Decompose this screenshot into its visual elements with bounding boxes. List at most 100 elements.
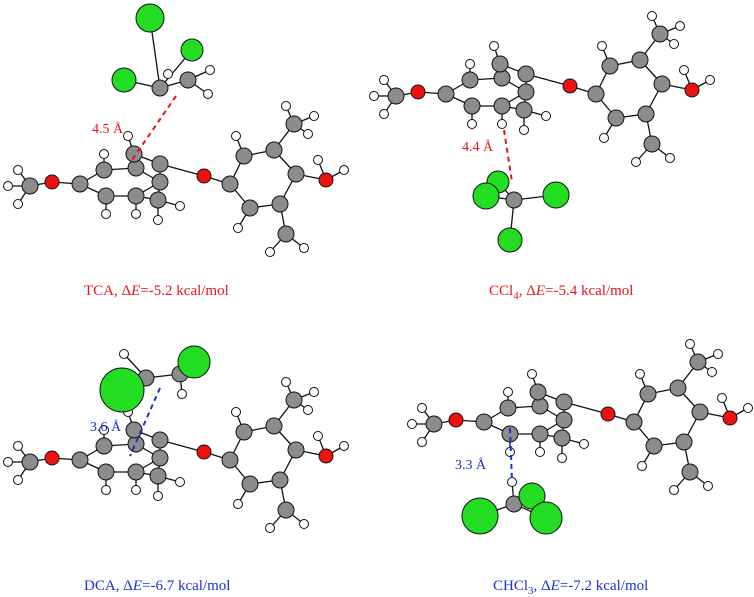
tca-scaffold-atom-carbon: [149, 191, 167, 209]
dca-scaffold-atom-hydrogen: [309, 387, 319, 397]
dca-scaffold-atom-carbon: [235, 423, 253, 441]
caption-name: TCA: [84, 283, 114, 299]
chcl3-scaffold-atom-hydrogen: [637, 461, 647, 471]
tca-scaffold-atom-hydrogen: [339, 165, 349, 175]
dca-scaffold-atom-hydrogen: [339, 441, 349, 451]
ccl4-scaffold-atom-carbon: [631, 51, 649, 69]
ccl4-scaffold-atom-hydrogen: [679, 65, 689, 75]
chcl3-scaffold-atom-carbon: [645, 437, 663, 455]
caption-energy-symbol: E: [132, 578, 142, 594]
tca-scaffold-atom-hydrogen: [313, 155, 323, 165]
dca-molecule-atom-chlorine: [177, 345, 211, 379]
ccl4-scaffold-atom-carbon: [651, 25, 669, 43]
ccl4-scaffold-atom-hydrogen: [669, 39, 679, 49]
chcl3-scaffold-atom-hydrogen: [635, 369, 645, 379]
ccl4-scaffold-atom-carbon: [637, 105, 655, 123]
ccl4-molecule-atom-chlorine: [497, 227, 523, 253]
distance-label-tca: 4.5 Å: [92, 122, 124, 137]
chcl3-scaffold-atom-carbon: [689, 353, 707, 371]
dca-scaffold-atom-carbon: [241, 475, 259, 493]
dca-scaffold-atom-hydrogen: [265, 523, 275, 533]
chcl3-scaffold-atom-hydrogen: [685, 339, 695, 349]
dca-scaffold-atom-oxygen: [318, 448, 334, 464]
dca-molecule-atom-chlorine: [99, 367, 145, 413]
dca-scaffold-atom-hydrogen: [281, 377, 291, 387]
ccl4-scaffold-atom-hydrogen: [465, 59, 475, 69]
chcl3-scaffold-atom-hydrogen: [713, 349, 723, 359]
dca-scaffold-atom-carbon: [271, 471, 289, 489]
tca-molecule-atom-carbon: [151, 79, 169, 97]
caption-dca: DCA, ΔE=-6.7 kcal/mol: [84, 578, 230, 595]
tca-scaffold-atom-hydrogen: [309, 111, 319, 121]
ccl4-scaffold-atom-hydrogen: [631, 157, 641, 167]
ccl4-scaffold-atom-hydrogen: [519, 125, 529, 135]
ccl4-scaffold-atom-carbon: [643, 135, 661, 153]
dca-scaffold-atom-hydrogen: [233, 499, 243, 509]
ccl4-scaffold-atom-hydrogen: [379, 109, 389, 119]
ccl4-scaffold-atom-carbon: [493, 97, 511, 115]
ccl4-scaffold-atom-hydrogen: [489, 41, 499, 51]
chcl3-distance-line: [509, 427, 513, 483]
tca-scaffold-atom-oxygen: [44, 174, 60, 190]
caption-subscript: 4: [513, 290, 519, 302]
tca-scaffold-atom-oxygen: [196, 168, 212, 184]
dca-scaffold-atom-carbon: [285, 391, 303, 409]
ccl4-scaffold-atom-hydrogen: [369, 91, 379, 101]
chcl3-molecule-atom-chlorine: [518, 482, 546, 510]
ccl4-scaffold-atom-carbon: [515, 101, 533, 119]
tca-scaffold-atom-carbon: [221, 175, 239, 193]
tca-molecule-atom-hydrogen: [163, 69, 173, 79]
tca-scaffold-atom-carbon: [151, 173, 169, 191]
caption-energy-symbol: E: [550, 578, 560, 594]
caption-value: =-7.2 kcal/mol: [559, 578, 649, 594]
ccl4-scaffold-atom-hydrogen: [379, 75, 389, 85]
tca-scaffold-atom-hydrogen: [13, 199, 23, 209]
dca-scaffold-atom-oxygen: [44, 450, 60, 466]
tca-scaffold-atom-hydrogen: [231, 131, 241, 141]
chcl3-scaffold-atom-carbon: [691, 403, 709, 421]
dca-scaffold-atom-hydrogen: [303, 405, 313, 415]
tca-scaffold-atom-hydrogen: [281, 101, 291, 111]
dca-scaffold-atom-carbon: [287, 441, 305, 459]
caption-energy-symbol: E: [535, 283, 546, 299]
tca-scaffold-atom-carbon: [277, 225, 295, 243]
ccl4-scaffold-atom-carbon: [587, 85, 605, 103]
tca-scaffold-atom-carbon: [271, 195, 289, 213]
chcl3-scaffold-atom-hydrogen: [703, 481, 713, 491]
ccl4-scaffold-atom-carbon: [601, 57, 619, 75]
distance-label-ccl4: 4.4 Å: [462, 140, 494, 155]
chcl3-scaffold-atom-carbon: [425, 415, 443, 433]
caption-value: =-5.4 kcal/mol: [545, 283, 634, 299]
chcl3-scaffold-atom-carbon: [531, 425, 549, 443]
ccl4-molecule-atom-carbon: [505, 191, 523, 209]
tca-scaffold-atom-carbon: [151, 155, 169, 173]
ccl4-scaffold-atom-hydrogen: [705, 75, 715, 85]
ccl4-scaffold-atom-hydrogen: [541, 111, 551, 121]
dca-scaffold-atom-hydrogen: [231, 407, 241, 417]
dca-scaffold-atom-carbon: [127, 463, 145, 481]
ccl4-scaffold-atom-carbon: [653, 75, 671, 93]
ccl4-scaffold-atom-carbon: [491, 55, 509, 73]
chcl3-scaffold-atom-carbon: [555, 393, 573, 411]
chcl3-scaffold-atom-carbon: [555, 411, 573, 429]
dca-scaffold-atom-hydrogen: [131, 485, 141, 495]
tca-scaffold-atom-hydrogen: [99, 149, 109, 159]
dca-scaffold-atom-hydrogen: [153, 491, 163, 501]
dca-scaffold-atom-carbon: [149, 467, 167, 485]
caption-name: DCA: [84, 578, 116, 594]
tca-molecule-atom-chlorine: [180, 38, 204, 62]
caption-ccl4: CCl4, ΔE=-5.4 kcal/mol: [489, 283, 633, 302]
chcl3-scaffold-atom-oxygen: [448, 412, 464, 428]
tca-scaffold-atom-hydrogen: [153, 215, 163, 225]
chcl3-scaffold-atom-hydrogen: [527, 369, 537, 379]
dca-scaffold-atom-carbon: [265, 417, 283, 435]
dca-scaffold-atom-hydrogen: [175, 477, 185, 487]
dca-scaffold-atom-hydrogen: [13, 441, 23, 451]
tca-molecule-atom-chlorine: [135, 3, 165, 33]
chcl3-scaffold-atom-carbon: [553, 429, 571, 447]
ccl4-scaffold-atom-oxygen: [410, 84, 426, 100]
distance-label-chcl3: 3.3 Å: [455, 458, 487, 473]
chcl3-scaffold-atom-oxygen: [600, 406, 616, 422]
dca-scaffold-atom-carbon: [151, 449, 169, 467]
